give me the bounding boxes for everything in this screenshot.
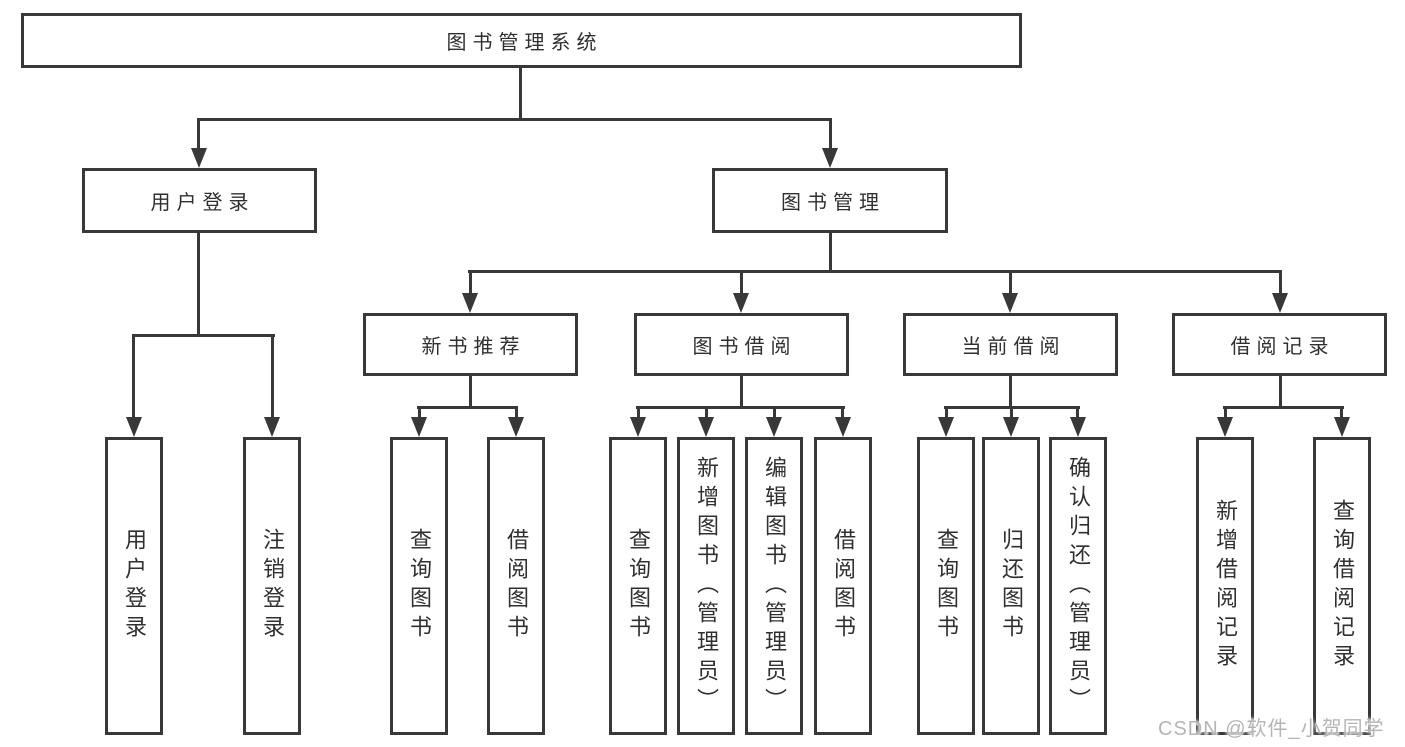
connector-book-mgmt-vertical <box>829 233 832 272</box>
connector-borrow-records-vertical <box>1279 376 1282 409</box>
node-leaf-nbr-query-book: 查询图书 <box>390 437 448 735</box>
arrowhead-icon <box>938 417 954 437</box>
arrowhead-icon <box>1003 417 1019 437</box>
connector-stub-new-book-rec <box>469 272 472 295</box>
connector-user-login-horizontal <box>132 334 275 337</box>
node-leaf-bb-borrow-book: 借阅图书 <box>814 437 872 735</box>
arrowhead-icon <box>462 293 478 313</box>
arrowhead-icon <box>1334 417 1350 437</box>
arrowhead-icon <box>1070 417 1086 437</box>
connector-stub <box>1340 408 1343 418</box>
node-root: 图书管理系统 <box>21 13 1022 68</box>
connector-user-login-vertical <box>197 233 200 336</box>
connector-stub-book-borrow <box>740 272 743 295</box>
arrowhead-icon <box>822 148 838 168</box>
connector-stub <box>418 408 421 418</box>
arrowhead-icon <box>698 417 714 437</box>
connector-stub <box>841 408 844 418</box>
node-borrow-records: 借阅记录 <box>1172 313 1387 376</box>
connector-current-borrow-horizontal <box>944 406 1080 409</box>
connector-stub <box>705 408 708 418</box>
connector-root-vertical <box>519 68 522 121</box>
node-leaf-cb-return-book: 归还图书 <box>982 437 1040 735</box>
node-book-mgmt: 图书管理 <box>712 168 948 233</box>
connector-book-borrow-vertical <box>740 376 743 409</box>
connector-stub <box>945 408 948 418</box>
connector-stub <box>1076 408 1079 418</box>
connector-stub <box>773 408 776 418</box>
arrowhead-icon <box>1217 417 1233 437</box>
connector-stub-borrow-records <box>1279 272 1282 295</box>
node-leaf-logout: 注销登录 <box>243 437 301 735</box>
node-leaf-br-query-record: 查询借阅记录 <box>1313 437 1371 735</box>
node-user-login: 用户登录 <box>82 168 317 233</box>
connector-new-book-rec-vertical <box>469 376 472 409</box>
connector-level2-horizontal <box>197 118 832 121</box>
connector-borrow-records-horizontal <box>1223 406 1344 409</box>
node-book-borrow: 图书借阅 <box>634 313 849 376</box>
node-leaf-bb-query-book: 查询图书 <box>609 437 667 735</box>
connector-stub <box>637 408 640 418</box>
arrowhead-icon <box>1002 293 1018 313</box>
node-new-book-rec: 新书推荐 <box>363 313 578 376</box>
arrowhead-icon <box>191 148 207 168</box>
node-leaf-bb-add-book: 新增图书（管理员） <box>677 437 735 735</box>
node-leaf-user-login: 用户登录 <box>105 437 163 735</box>
connector-stub <box>1224 408 1227 418</box>
connector-current-borrow-vertical <box>1009 376 1012 409</box>
connector-stub-book-mgmt <box>829 120 832 150</box>
arrowhead-icon <box>733 293 749 313</box>
connector-stub <box>1010 408 1013 418</box>
connector-stub-logout <box>271 336 274 418</box>
arrowhead-icon <box>126 417 142 437</box>
arrowhead-icon <box>411 417 427 437</box>
node-leaf-br-add-record: 新增借阅记录 <box>1196 437 1254 735</box>
connector-book-borrow-horizontal <box>636 406 845 409</box>
arrowhead-icon <box>508 417 524 437</box>
arrowhead-icon <box>766 417 782 437</box>
node-current-borrow: 当前借阅 <box>903 313 1118 376</box>
connector-stub-user-login <box>197 120 200 150</box>
arrowhead-icon <box>835 417 851 437</box>
connector-stub-current-borrow <box>1009 272 1012 295</box>
connector-stub-login <box>132 336 135 418</box>
connector-new-book-rec-horizontal <box>417 406 518 409</box>
connector-stub <box>515 408 518 418</box>
arrowhead-icon <box>264 417 280 437</box>
node-leaf-nbr-borrow-book: 借阅图书 <box>487 437 545 735</box>
watermark: CSDN @软件_小贺同学 <box>1158 718 1385 740</box>
connector-level3-horizontal <box>468 270 1282 273</box>
arrowhead-icon <box>630 417 646 437</box>
node-leaf-cb-confirm-return: 确认归还（管理员） <box>1049 437 1107 735</box>
node-leaf-bb-edit-book: 编辑图书（管理员） <box>745 437 803 735</box>
arrowhead-icon <box>1272 293 1288 313</box>
node-leaf-cb-query-book: 查询图书 <box>917 437 975 735</box>
